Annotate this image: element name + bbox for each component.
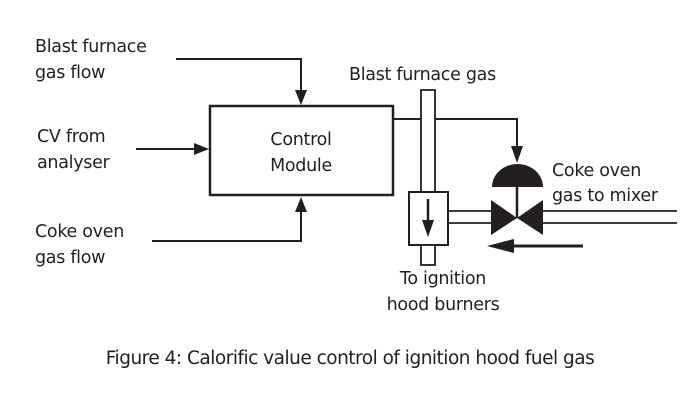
cv-label-line1: CV from: [37, 127, 105, 147]
co-to-mixer-label-line2: gas to mixer: [552, 186, 659, 206]
valve-signal-arrowhead: [511, 146, 523, 163]
valve-signal-line: [393, 118, 518, 148]
bf-flow-label-line2: gas flow: [35, 63, 105, 83]
valve-body-left: [491, 200, 517, 235]
valve-actuator-dome: [492, 164, 543, 187]
co-to-mixer-label-line1: Coke oven: [552, 161, 641, 181]
control-module-label-line1: Control: [270, 130, 331, 150]
mixer-flow-arrowhead: [422, 220, 434, 237]
bf-flow-arrowhead: [295, 90, 307, 105]
figure-caption: Figure 4: Calorific value control of ign…: [106, 348, 594, 369]
to-ignition-label-line2: hood burners: [387, 295, 500, 315]
control-module-label-line2: Module: [270, 156, 332, 176]
bf-flow-label-line1: Blast furnace: [35, 37, 147, 57]
valve-body-right: [517, 200, 543, 235]
co-flow-arrowhead: [295, 197, 307, 212]
bf-gas-pipe: [420, 89, 436, 193]
bf-gas-label: Blast furnace gas: [349, 65, 496, 85]
to-ignition-label-line1: To ignition: [399, 269, 486, 289]
control-module-box: [208, 104, 395, 197]
ignition-outlet-pipe: [420, 244, 436, 266]
co-flow-label-line2: gas flow: [35, 248, 105, 268]
co-flow-signal-line: [152, 210, 302, 242]
bf-flow-signal-line: [176, 58, 302, 92]
cv-label-line2: analyser: [37, 153, 111, 173]
co-flow-direction-arrowhead: [487, 239, 514, 253]
co-flow-label-line1: Coke oven: [35, 222, 124, 242]
cv-arrowhead: [194, 143, 209, 155]
